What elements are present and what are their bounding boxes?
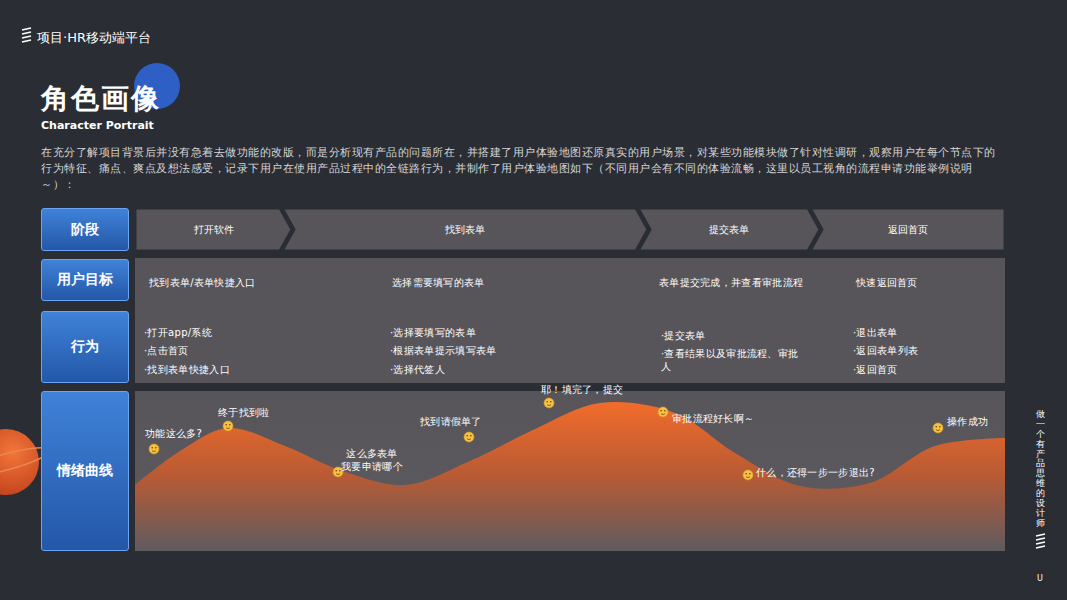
emotion-note: 找到请假单了 [420,415,482,428]
emotion-note: 审批流程好长啊～ [672,412,754,425]
panel-text: ·打开app/系统 [144,326,212,339]
emotion-note: 终于找到啦 [218,406,270,419]
stage-chevron: 返回首页 [810,208,1005,251]
chevron-outline [135,208,292,251]
emotion-note: 什么，还得一步一步退出? [756,466,875,479]
logo-stripes [22,28,31,42]
subtitle: Character Portrait [41,119,154,132]
stage-name: 找到表单 [445,223,485,237]
emoji-face [933,423,943,433]
page-mark: U [1037,574,1043,583]
stage-chevron: 找到表单 [282,208,648,251]
panel-text: ·查看结果以及审批流程、审批人 [661,347,801,373]
emoji-face [743,470,753,480]
panel-text: ·选择要填写的表单 [390,326,476,339]
panel-text: ·退出表单 [853,326,898,339]
row-header: 情绪曲线 [41,391,129,551]
row-header: 行为 [41,311,129,383]
chevron-outline [638,208,820,251]
emotion-note: 这么多表单 我要申请哪个 [340,447,404,473]
panel-text: 找到表单/表单快捷入口 [149,276,256,289]
emoji-face [464,432,474,442]
project-name: 项目·HR移动端平台 [37,29,151,47]
row-title: 阶段 [71,221,99,239]
emotion-area [135,402,1005,551]
panel-text: ·提交表单 [661,329,706,342]
emotion-note: 功能这么多? [145,427,202,440]
stage-name: 提交表单 [709,223,749,237]
side-stripes [1036,534,1045,548]
emotion-note: 耶！填完了，提交 [541,383,623,396]
emoji-face [223,421,233,431]
emoji-face [658,407,668,417]
panel-text: 选择需要填写的表单 [392,276,485,289]
stage-name: 返回首页 [888,223,928,237]
emoji-face [149,444,159,454]
panel-text: ·返回首页 [853,363,898,376]
chevron-outline [810,208,1005,251]
panel-text: 快速返回首页 [856,276,918,289]
panel-text: 表单提交完成，并查看审批流程 [659,276,803,289]
row-header: 阶段 [41,208,129,251]
row-title: 行为 [71,338,99,356]
panel-text: ·点击首页 [144,344,189,357]
row-header: 用户目标 [41,259,129,301]
emotion-note: 操作成功 [947,415,988,428]
stage-chevron: 打开软件 [135,208,292,251]
vertical-slogan: 做一个有产品思维的设计师 [1036,410,1045,529]
intro-paragraph: 在充分了解项目背景后并没有急着去做功能的改版，而是分析现有产品的问题所在，并搭建… [41,145,1006,193]
stage-chevron: 提交表单 [638,208,820,251]
emotion-panel: 功能这么多?终于找到啦这么多表单 我要申请哪个找到请假单了耶！填完了，提交审批流… [135,391,1005,551]
stage-name: 打开软件 [194,223,234,237]
goal-behavior-panel: 找到表单/表单快捷入口 选择需要填写的表单 表单提交完成，并查看审批流程 快速返回首页… [135,258,1005,383]
row-title: 用户目标 [57,271,113,289]
panel-text: ·找到表单快捷入口 [144,363,230,376]
slide-title: 角色画像 [41,80,161,118]
panel-text: ·根据表单提示填写表单 [390,344,496,357]
row-title: 情绪曲线 [57,462,113,480]
panel-text: ·返回表单列表 [853,344,918,357]
emoji-face [544,398,554,408]
panel-text: ·选择代签人 [390,363,445,376]
chevron-outline [282,208,648,251]
